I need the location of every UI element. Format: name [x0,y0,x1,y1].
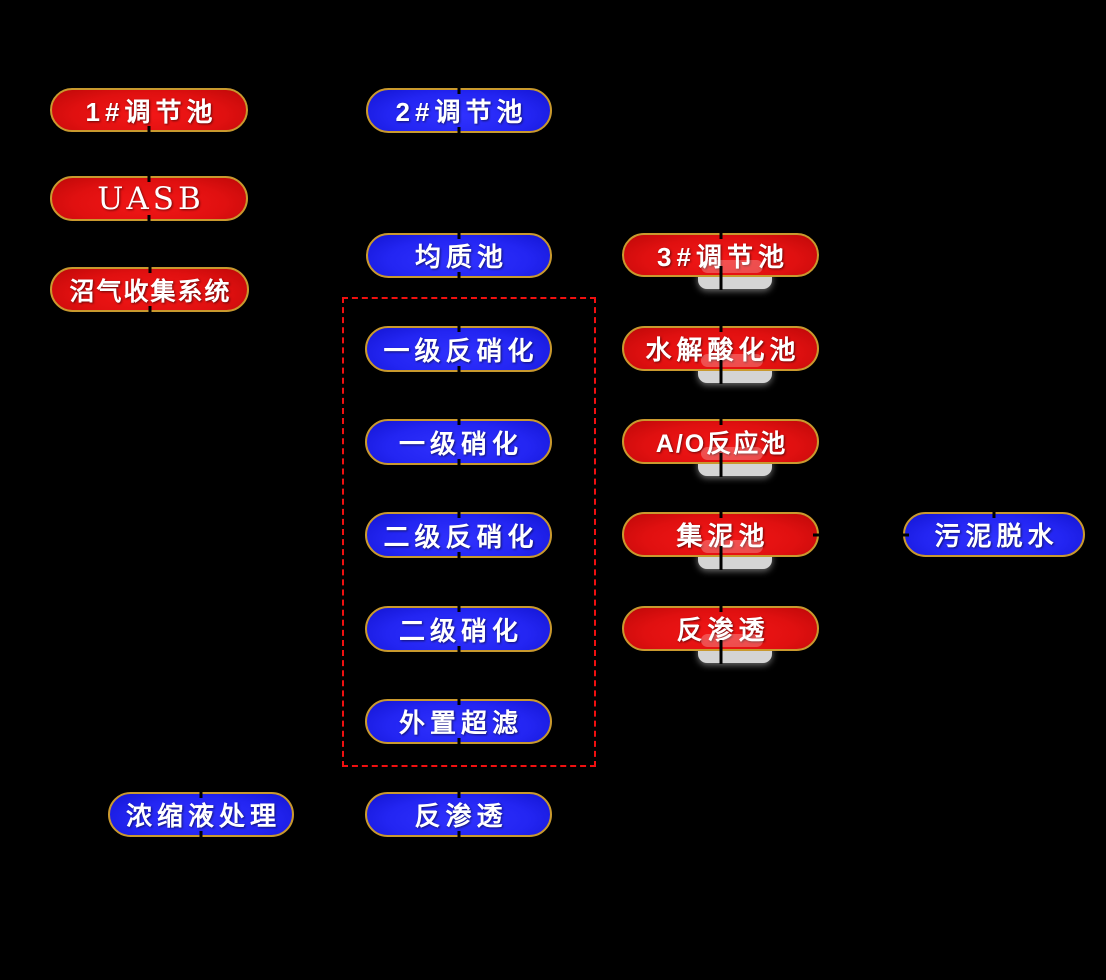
node-jinichi: 集泥池 [622,510,821,570]
connector-stub-bottom [147,215,151,223]
connector-stub-right [813,533,821,536]
pill-bottom-highlight [700,540,763,553]
node-waizhi-chaolv: 外置超滤 [365,697,552,746]
node-yiji-xiaohua: 一级硝化 [365,417,552,467]
pill-bottom-highlight [700,354,763,367]
node-label: 污泥脱水 [934,521,1059,551]
node-wuni-tuoshui: 污泥脱水 [901,510,1085,557]
dashed-group-box [342,297,596,767]
node-label: 1#调节池 [85,96,218,127]
pill-bottom-highlight [700,260,763,273]
connector-stub-bottom [147,126,151,134]
node-nongsuoye-chuli: 浓缩液处理 [108,790,294,839]
connector-stub-bottom [457,738,460,746]
connector-stub-top [199,790,203,798]
node-erji-fanxiaohua: 二级反硝化 [365,510,552,560]
node-label: 二级硝化 [398,615,523,646]
node-1-tiaojiechi: 1#调节池 [50,88,248,134]
connector-stub-bottom [148,306,151,314]
connector-stub-bottom [457,459,460,467]
connector-stub-top [719,324,722,332]
pill-shape: 沼气收集系统 [50,267,249,312]
node-label: 一级硝化 [398,428,523,459]
node-ao-fanyingchi: A/O反应池 [622,417,819,477]
connector-stub-bottom [457,552,460,560]
connector-stub-top [719,417,722,425]
pill-shape: 外置超滤 [365,699,552,744]
pill-shape: 一级硝化 [365,419,552,465]
connector-stub-top [719,231,722,239]
connector-stub-top [719,510,722,518]
pill-shape: 浓缩液处理 [108,792,294,837]
connector-stub-bottom [199,831,203,839]
connector-stub-top [457,604,460,612]
node-label: 二级反硝化 [383,521,539,552]
node-zhaoqi-shouji-xitong: 沼气收集系统 [50,265,249,314]
node-fanshentou-blue: 反渗透 [365,790,552,839]
connector-stub-top [457,231,461,239]
node-junzhichi: 均质池 [366,231,552,280]
connector-line [719,266,722,290]
connector-stub-top [457,86,461,94]
connector-stub-bottom [457,272,461,280]
connector-line [719,546,722,570]
node-label: 均质池 [414,242,508,272]
node-label: 外置超滤 [398,708,523,738]
connector-stub-bottom [457,366,460,374]
connector-stub-bottom [457,646,460,654]
connector-stub-top [147,174,151,182]
connector-line [719,360,722,384]
connector-stub-top [719,604,722,612]
node-label: 2#调节池 [395,97,528,127]
connector-stub-bottom [457,127,461,135]
pill-bottom-highlight [700,634,763,647]
node-uasb: UASB [50,174,248,223]
connector-line [719,640,722,664]
node-2-tiaojiechi: 2#调节池 [366,86,552,135]
connector-stub-top [457,417,460,425]
pill-shape: 均质池 [366,233,552,278]
connector-stub-top [992,510,996,518]
node-label: 反渗透 [414,801,508,831]
connector-stub-top [457,790,460,798]
connector-stub-top [457,324,460,332]
node-shuijie-suanhuachi: 水解酸化池 [622,324,819,384]
node-label: 一级反硝化 [383,335,539,366]
pill-bottom-highlight [700,447,763,460]
pill-shape: 污泥脱水 [903,512,1085,557]
node-label: 浓缩液处理 [125,801,281,831]
node-label: A/O反应池 [655,429,788,458]
connector-line [719,453,722,477]
connector-stub-top [457,697,460,705]
node-erji-xiaohua: 二级硝化 [365,604,552,654]
node-fanshentou-red: 反渗透 [622,604,819,664]
node-label: UASB [97,180,205,217]
connector-stub-bottom [457,831,460,839]
node-3-tiaojiechi: 3#调节池 [622,231,819,290]
node-label: 沼气收集系统 [69,277,232,306]
connector-stub-left [901,533,909,536]
pill-shape: UASB [50,176,248,221]
connector-stub-top [457,510,460,518]
node-yiji-fanxiaohua: 一级反硝化 [365,324,552,374]
connector-stub-top [148,265,151,273]
